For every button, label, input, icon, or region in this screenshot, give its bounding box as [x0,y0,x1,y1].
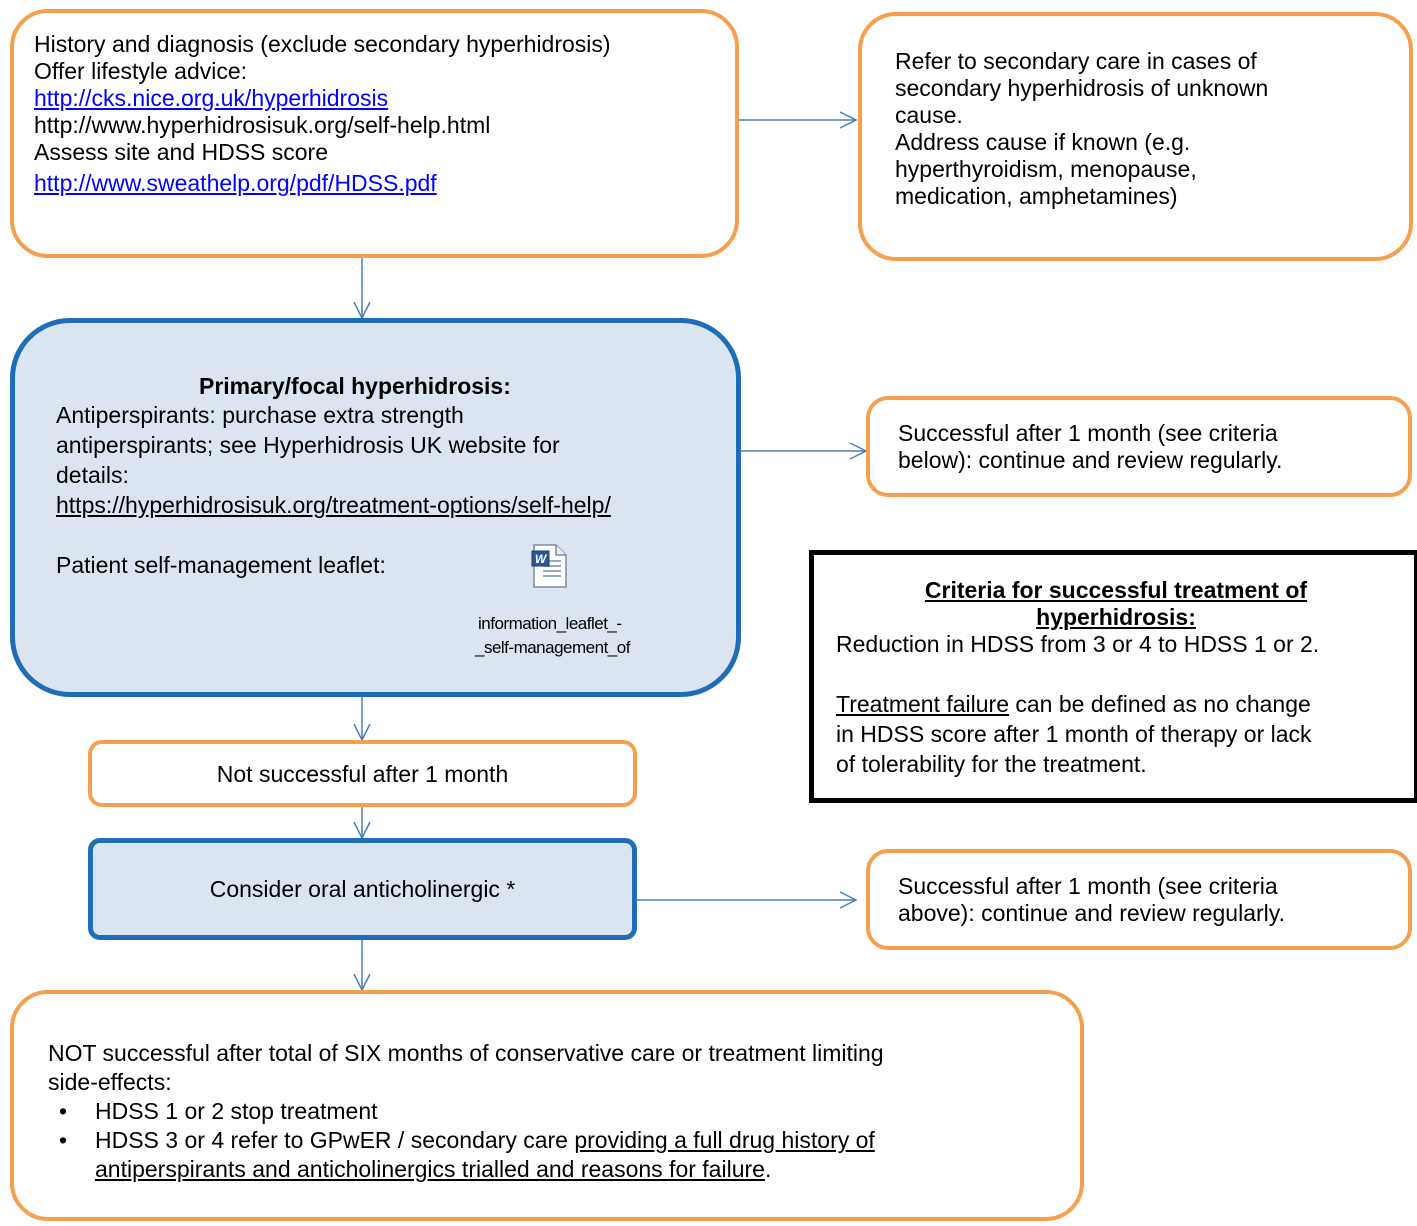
hdss-pdf-link[interactable]: http://www.sweathelp.org/pdf/HDSS.pdf [34,170,437,196]
antiperspirants-line-1: Antiperspirants: purchase extra strength [56,402,464,428]
refer-secondary-care-box: Refer to secondary care in cases of seco… [858,12,1413,261]
anticholinergic-text: Consider oral anticholinergic * [209,876,516,902]
antiperspirants-line-3: details: [56,462,129,488]
attachment-caption-2: _self-management_of [475,638,630,657]
bullet2-plain: HDSS 3 or 4 refer to GPwER / secondary c… [95,1127,575,1153]
bullet1-text: HDSS 1 or 2 stop treatment [95,1098,378,1124]
primary-title: Primary/focal hyperhidrosis: [199,373,511,399]
refer-line-1: Refer to secondary care in cases of [895,48,1257,74]
address-cause-line-3: medication, amphetamines) [895,183,1178,209]
criteria-title-1: Criteria for successful treatment of [924,577,1308,603]
success-after-month-box-1: Successful after 1 month (see criteria b… [866,396,1412,497]
refer-line-2: secondary hyperhidrosis of unknown [895,75,1269,101]
bullet2-end: . [764,1156,772,1182]
primary-hyperhidrosis-box: Primary/focal hyperhidrosis: Antiperspir… [10,318,741,697]
not-successful-text: Not successful after 1 month [216,761,509,787]
hyperhidrosisuk-url: http://www.hyperhidrosisuk.org/self-help… [34,112,491,138]
success2-line-2: above): continue and review regularly. [898,900,1285,926]
bullet2-underlined-1: providing a full drug history of [574,1127,875,1153]
leaflet-label: Patient self-management leaflet: [56,552,386,578]
word-document-icon: W [531,544,567,588]
not-successful-six-months-box: NOT successful after total of SIX months… [10,990,1084,1221]
success2-line-1: Successful after 1 month (see criteria [898,873,1278,899]
success-after-month-box-2: Successful after 1 month (see criteria a… [866,849,1412,950]
treatment-failure-line-1: Treatment failure can be defined as no c… [836,689,1414,719]
bullet-hdss-3-4: HDSS 3 or 4 refer to GPwER / secondary c… [48,1126,1080,1184]
cks-nice-link[interactable]: http://cks.nice.org.uk/hyperhidrosis [34,85,389,111]
leaflet-attachment[interactable]: W information_leaflet_- _self-management… [470,544,670,664]
svg-text:W: W [535,552,548,566]
address-cause-line-2: hyperthyroidism, menopause, [895,156,1197,182]
history-line: History and diagnosis (exclude secondary… [34,31,611,57]
treatment-failure-line-3: of tolerability for the treatment. [836,751,1147,777]
criteria-title-2: hyperhidrosis: [1036,604,1196,630]
self-help-link[interactable]: https://hyperhidrosisuk.org/treatment-op… [56,492,611,518]
treatment-failure-term: Treatment failure [836,691,1009,717]
success1-line-1: Successful after 1 month (see criteria [898,420,1278,446]
not-successful-box: Not successful after 1 month [88,740,637,807]
antiperspirants-line-2: antiperspirants; see Hyperhidrosis UK we… [56,432,560,458]
criteria-box: Criteria for successful treatment of hyp… [809,550,1417,803]
bullet-hdss-1-2: HDSS 1 or 2 stop treatment [48,1097,1080,1126]
assess-site-line: Assess site and HDSS score [34,139,329,165]
final-bullet-list: HDSS 1 or 2 stop treatment HDSS 3 or 4 r… [48,1097,1080,1184]
lifestyle-advice-label: Offer lifestyle advice: [34,58,248,84]
success1-line-2: below): continue and review regularly. [898,447,1283,473]
treatment-failure-rest: can be defined as no change [1009,691,1311,717]
refer-line-3: cause. [895,102,963,128]
criteria-reduction-line: Reduction in HDSS from 3 or 4 to HDSS 1 … [836,631,1320,657]
anticholinergic-box: Consider oral anticholinergic * [88,838,637,940]
treatment-failure-line-2: in HDSS score after 1 month of therapy o… [836,721,1312,747]
attachment-caption-1: information_leaflet_- [478,614,622,633]
final-line-1: NOT successful after total of SIX months… [48,1040,884,1066]
final-line-2: side-effects: [48,1069,172,1095]
address-cause-line-1: Address cause if known (e.g. [895,129,1191,155]
history-diagnosis-box: History and diagnosis (exclude secondary… [10,9,739,258]
bullet2-underlined-2: antiperspirants and anticholinergics tri… [95,1156,765,1182]
